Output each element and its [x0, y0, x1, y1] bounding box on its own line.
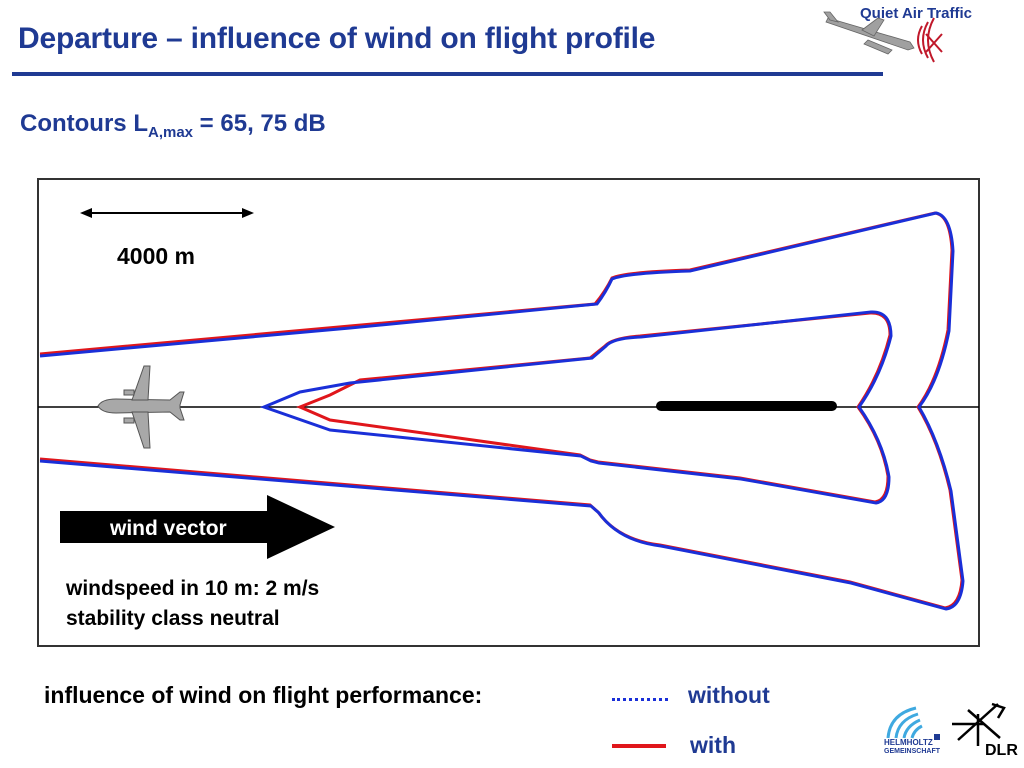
- legend-caption: influence of wind on flight performance:: [44, 682, 483, 708]
- contours-subtitle: Contours LA,max = 65, 75 dB: [20, 110, 326, 141]
- subtitle-prefix: Contours L: [20, 110, 148, 137]
- brand-label: Quiet Air Traffic: [860, 5, 972, 22]
- scale-bar: [80, 208, 254, 218]
- contour-65db-without: [39, 211, 965, 611]
- page-title: Departure – influence of wind on flight …: [18, 22, 656, 55]
- title-underline: [12, 72, 883, 76]
- stability-note: stability class neutral: [66, 607, 280, 630]
- contour-75db-without: [259, 310, 893, 505]
- legend-without-label: without: [688, 682, 770, 708]
- diagram-frame: [37, 178, 980, 647]
- dlr-logo-icon: [952, 702, 1006, 746]
- wind-vector-label: wind vector: [109, 517, 227, 540]
- quiet-air-traffic-logo-icon: [823, 11, 943, 63]
- windspeed-note: windspeed in 10 m: 2 m/s: [65, 577, 319, 600]
- airplane-icon: [97, 365, 185, 449]
- helmholtz-line2: GEMEINSCHAFT: [884, 748, 940, 755]
- legend-with-label: with: [690, 732, 736, 758]
- dlr-label: DLR: [985, 742, 1018, 759]
- subtitle-suffix: = 65, 75 dB: [193, 110, 326, 137]
- scale-label: 4000 m: [117, 243, 195, 269]
- helmholtz-logo-icon: [886, 706, 940, 740]
- helmholtz-line1: HELMHOLTZ: [884, 738, 933, 747]
- wind-arrow-icon: [60, 495, 335, 559]
- subtitle-subscript: A,max: [147, 124, 194, 141]
- legend-without-swatch: [612, 698, 668, 701]
- legend-with-swatch: [612, 744, 666, 748]
